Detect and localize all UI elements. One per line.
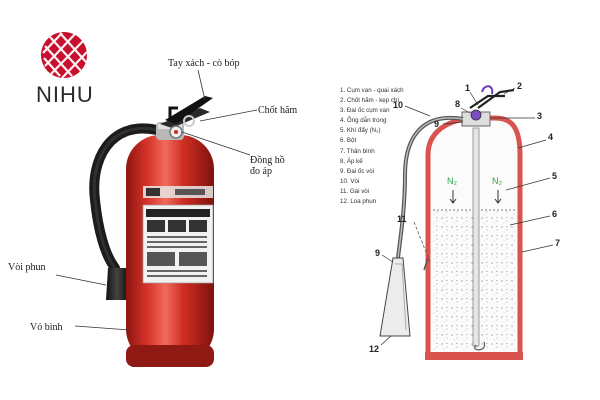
legend-item: 1. Cụm van - quai xách (340, 87, 404, 94)
diagram-number: 10 (393, 100, 404, 110)
legend-item: 6. Bột (340, 137, 357, 145)
diagram-number: 3 (537, 111, 543, 121)
diagram-number: 9 (375, 248, 381, 258)
diagram-number: 11 (397, 214, 407, 224)
logo-icon (41, 32, 88, 79)
legend-item: 10. Vòi (340, 177, 360, 185)
gas-label: N₂ (447, 176, 457, 186)
legend-item: 8. Áp kế (340, 157, 363, 165)
label-gauge: Đồng hồ đo áp (250, 155, 285, 177)
extinguisher-photo (89, 96, 214, 367)
diagram-number: 1 (465, 83, 471, 93)
legend-item: 9. Đai ốc vòi (340, 167, 375, 175)
diagram-number: 7 (555, 238, 561, 248)
legend-item: 5. Khí đẩy (N₂) (340, 127, 381, 135)
legend-item: 2. Chốt hãm - kẹp chì (340, 97, 400, 105)
diagram-number: 12 (369, 344, 380, 354)
diagram-number: 8 (455, 99, 461, 109)
diagram-legend: 1. Cụm van - quai xách 2. Chốt hãm - kẹp… (340, 86, 404, 207)
gas-label: N₂ (492, 176, 502, 186)
diagram-leader-lines (380, 87, 554, 346)
label-hose: Vòi phun (8, 262, 46, 273)
extinguisher-cutaway-diagram (379, 85, 523, 360)
legend-item: 11. Gài vòi (340, 187, 370, 195)
diagram-number: 2 (517, 81, 523, 91)
legend-item: 3. Đai ốc cụm van (340, 107, 390, 115)
legend-item: 4. Ống dẫn trong (340, 117, 387, 125)
label-pin: Chốt hãm (258, 105, 298, 116)
label-handle: Tay xách - cò bóp (168, 58, 240, 69)
label-body: Vỏ bình (30, 322, 63, 333)
diagram-number: 4 (548, 132, 554, 142)
legend-item: 12. Loa phun (340, 198, 377, 206)
photo-leader-lines (55, 69, 258, 331)
diagram-number: 6 (552, 209, 558, 219)
diagram-number: 5 (552, 171, 558, 181)
diagram-number: 9 (434, 119, 440, 129)
legend-item: 7. Thân bình (340, 147, 375, 155)
brand-name: NIHU (36, 82, 94, 107)
